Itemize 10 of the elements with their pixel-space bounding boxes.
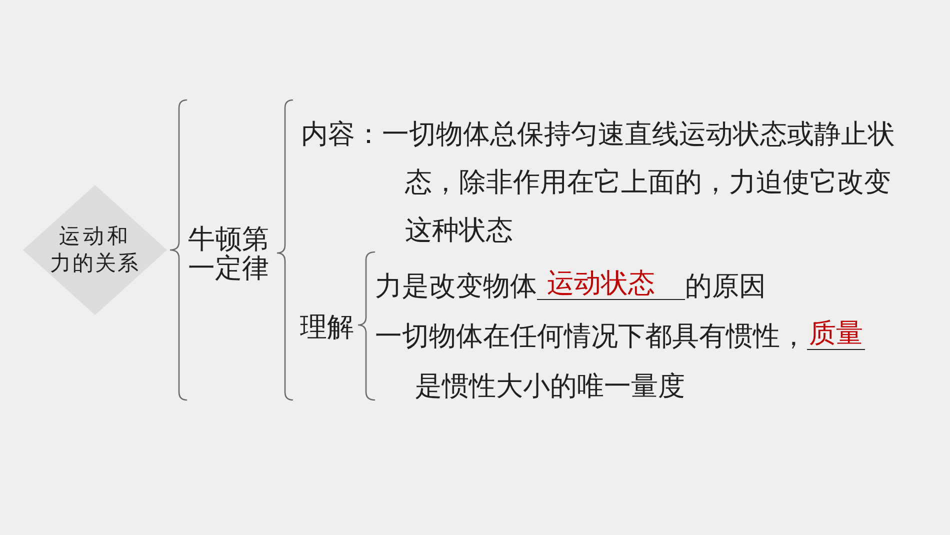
statement-text: 是惯性大小的唯一量度 <box>415 371 685 402</box>
statement-text: 力是改变物体 <box>375 271 537 302</box>
topic-diamond: 运动和力的关系 <box>23 185 167 315</box>
branch-label: 理解 <box>300 311 355 345</box>
definition-text: 内容：一切物体总保持匀速直线运动状态或静止状态，除非作用在它上面的，力迫使它改变这种状态 <box>301 118 896 248</box>
statement-text: 一切物体在任何情况下都具有惯性， <box>375 321 807 352</box>
answer-text: 质量 <box>809 318 863 349</box>
answer-text: 运动状态 <box>547 268 655 299</box>
statement-text: 的原因 <box>685 271 766 302</box>
branch-label: 牛顿第一定律 <box>188 225 270 283</box>
